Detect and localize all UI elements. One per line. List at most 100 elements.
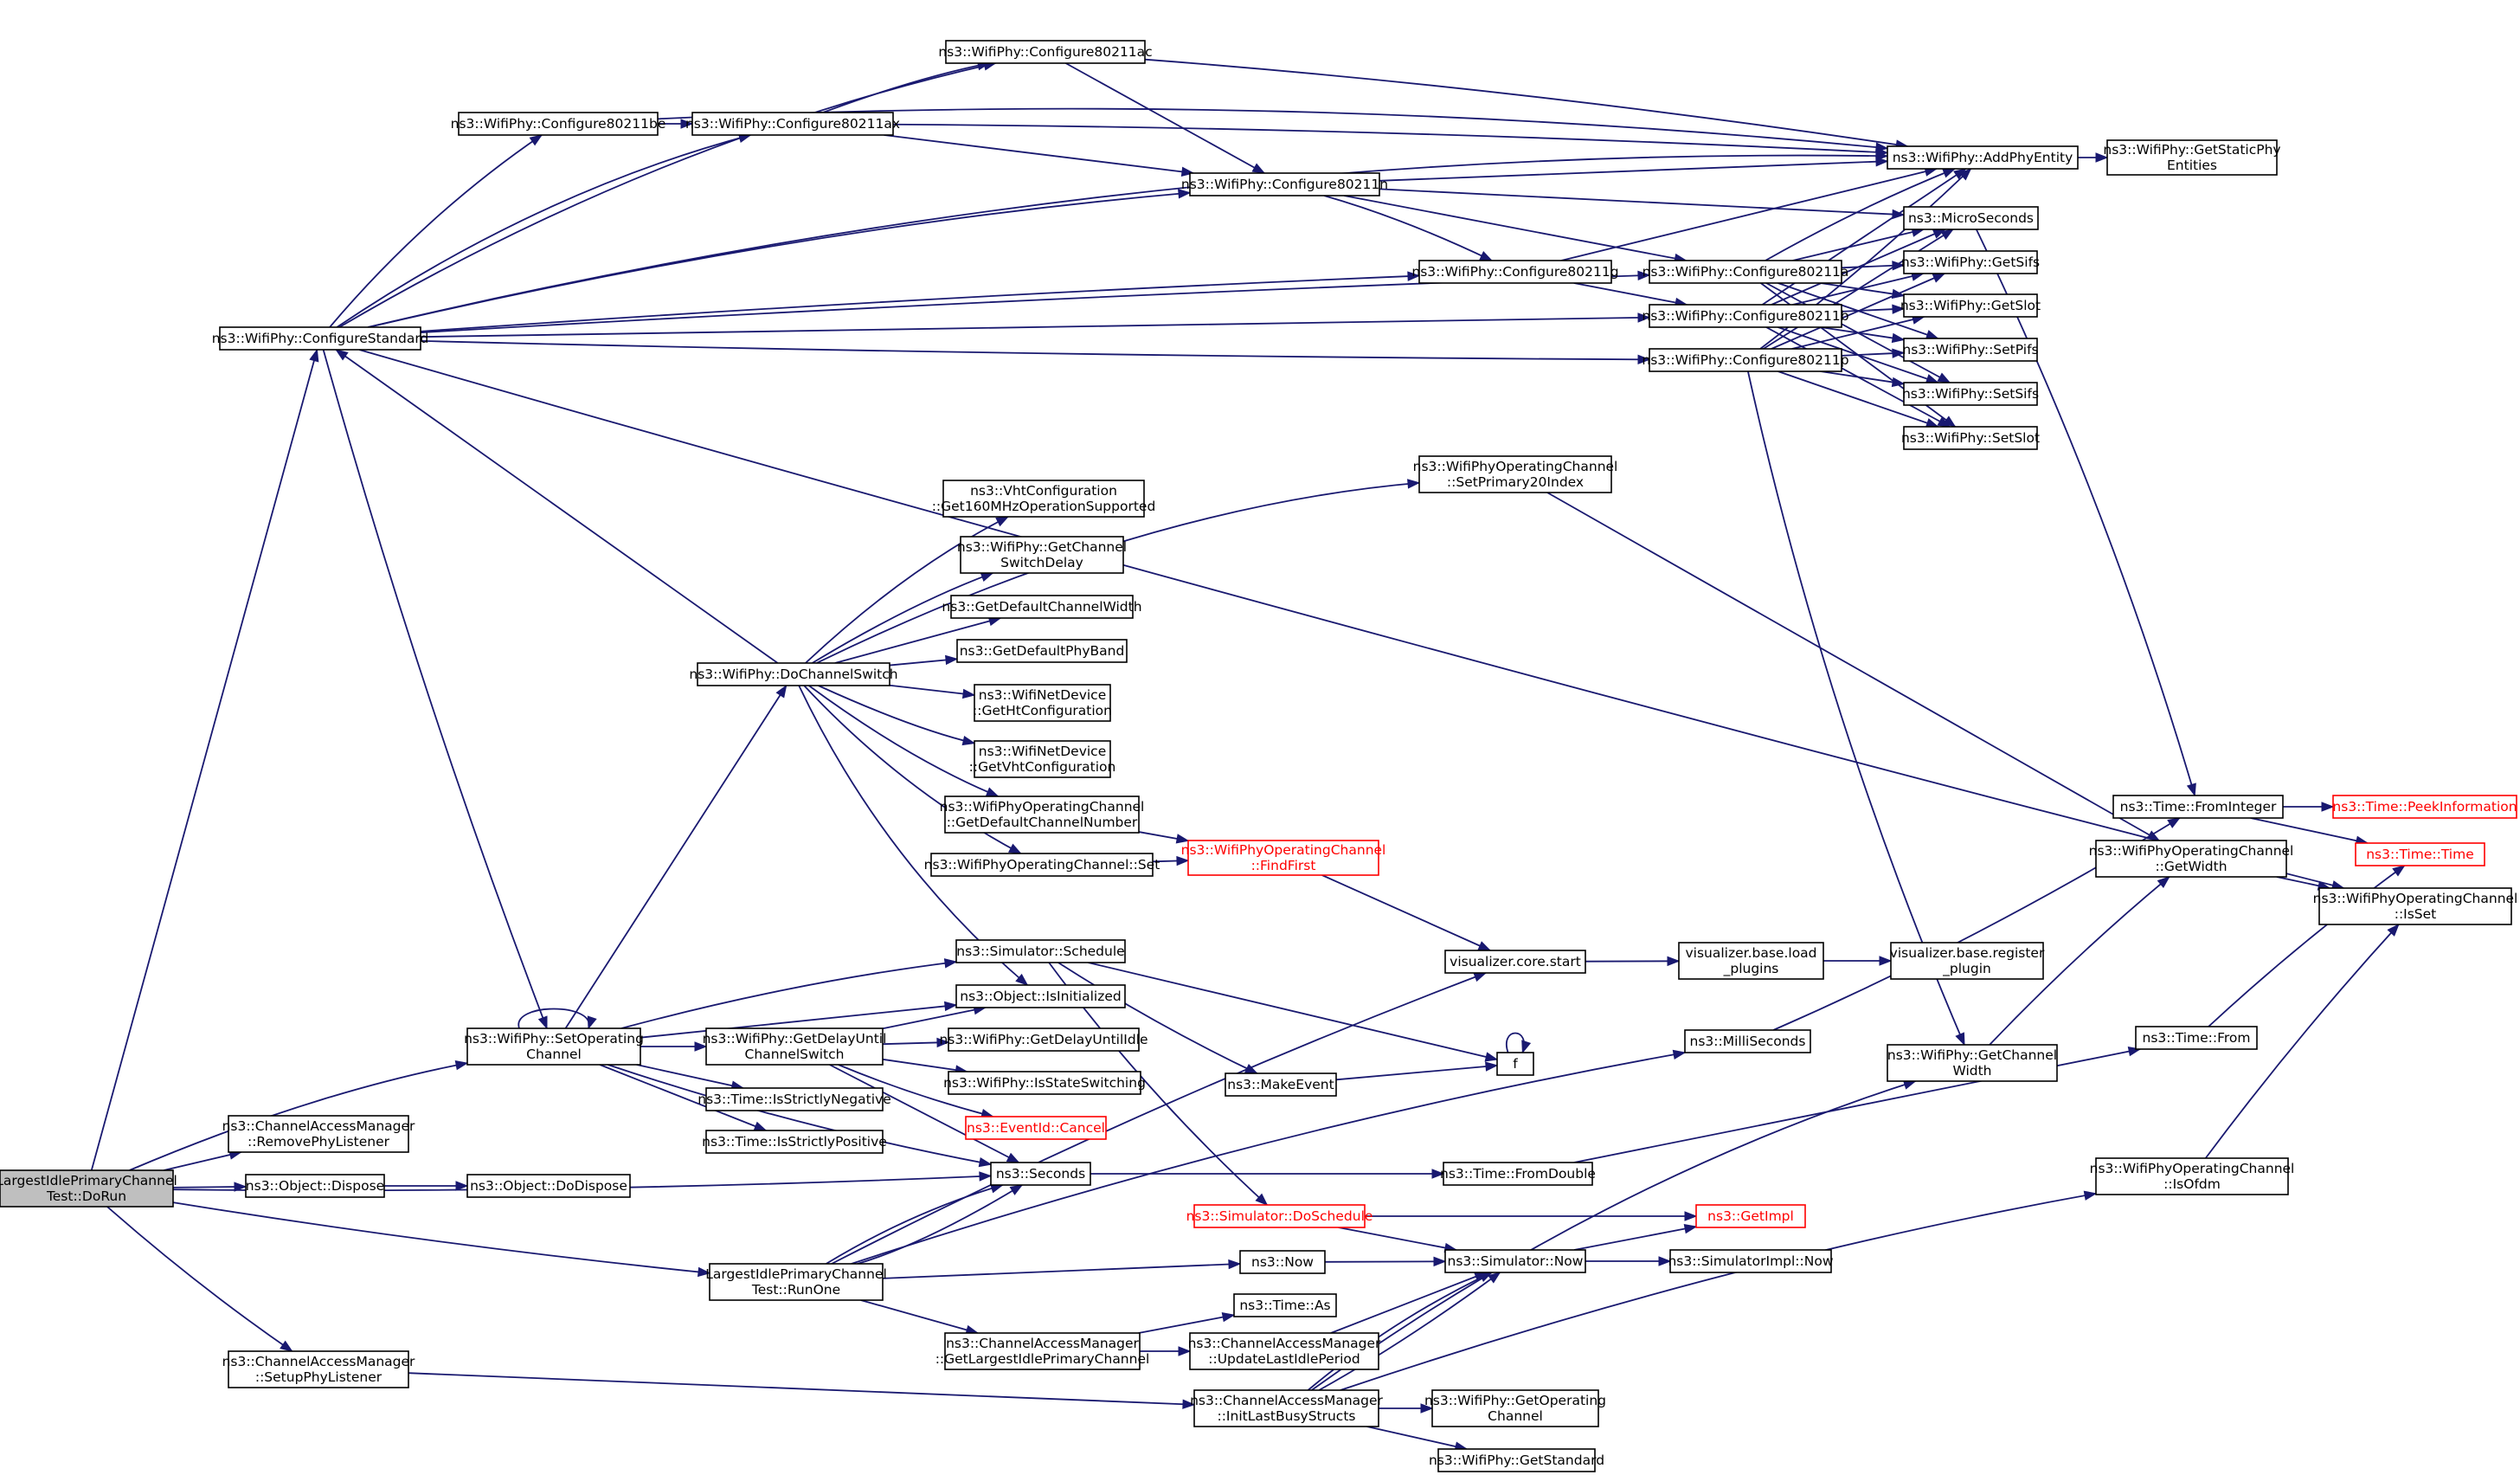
node-label: ::GetHtConfiguration	[973, 703, 1112, 718]
node-now[interactable]: ns3::Now	[1239, 1250, 1326, 1274]
node-fromDouble[interactable]: ns3::Time::FromDouble	[1440, 1162, 1596, 1186]
node-delayIdle[interactable]: ns3::WifiPhy::GetDelayUntilIdle	[939, 1027, 1148, 1052]
node-isInit[interactable]: ns3::Object::IsInitialized	[955, 984, 1126, 1008]
node-getImpl[interactable]: ns3::GetImpl	[1695, 1204, 1806, 1228]
edge-line	[1546, 492, 2160, 841]
node-makeEv[interactable]: ns3::MakeEvent	[1225, 1072, 1337, 1097]
node-box	[1233, 1293, 1337, 1317]
node-micro[interactable]: ns3::MicroSeconds	[1903, 206, 2039, 230]
node-doChSw[interactable]: ns3::WifiPhy::DoChannelSwitch	[689, 662, 898, 686]
edge-line	[1573, 282, 1688, 306]
edge-line	[420, 274, 1420, 332]
node-dispose[interactable]: ns3::Object::Dispose	[245, 1174, 385, 1198]
node-label: ns3::WifiPhy::GetOperating	[1424, 1393, 1606, 1408]
node-addPhy[interactable]: ns3::WifiPhy::AddPhyEntity	[1887, 145, 2079, 170]
edge-line	[882, 1007, 986, 1030]
node-strictNeg[interactable]: ns3::Time::IsStrictlyNegative	[698, 1087, 891, 1111]
node-defNum[interactable]: ns3::WifiPhyOperatingChannel::GetDefault…	[940, 795, 1145, 834]
node-findFirst[interactable]: ns3::WifiPhyOperatingChannel::FindFirst	[1181, 840, 1386, 876]
node-largest[interactable]: ns3::ChannelAccessManager::GetLargestIdl…	[935, 1332, 1150, 1370]
node-updLast[interactable]: ns3::ChannelAccessManager::UpdateLastIdl…	[1188, 1332, 1381, 1370]
edge-line	[335, 349, 779, 664]
edge-arrowhead	[1407, 271, 1421, 281]
node-box	[1669, 1249, 1832, 1273]
edge-largest-to-updLast	[1139, 1346, 1192, 1356]
edge-line	[1318, 1272, 1501, 1391]
node-cancel[interactable]: ns3::EventId::Cancel	[965, 1116, 1107, 1140]
node-cfgA[interactable]: ns3::WifiPhy::Configure80211a	[1642, 260, 1849, 284]
node-simNow[interactable]: ns3::Simulator::Now	[1444, 1249, 1586, 1273]
node-cfgN[interactable]: ns3::WifiPhy::Configure80211n	[1181, 172, 1388, 196]
node-vizReg[interactable]: visualizer.base.register_plugin	[1890, 942, 2045, 980]
node-isOfdm[interactable]: ns3::WifiPhyOperatingChannel::IsOfdm	[2090, 1157, 2295, 1195]
node-stateSw[interactable]: ns3::WifiPhy::IsStateSwitching	[943, 1071, 1146, 1095]
edge-arrowhead	[1658, 1256, 1672, 1266]
node-setSifs[interactable]: ns3::WifiPhy::SetSifs	[1902, 382, 2039, 406]
node-removeL[interactable]: ns3::ChannelAccessManager::RemovePhyList…	[222, 1115, 415, 1153]
node-chSet[interactable]: ns3::WifiPhyOperatingChannel::Set	[924, 853, 1160, 877]
node-getSifs[interactable]: ns3::WifiPhy::GetSifs	[1901, 250, 2040, 274]
node-cfgB[interactable]: ns3::WifiPhy::Configure80211b	[1642, 304, 1849, 328]
node-strictPos[interactable]: ns3::Time::IsStrictlyPositive	[702, 1130, 887, 1154]
node-timeAs[interactable]: ns3::Time::As	[1233, 1293, 1337, 1317]
node-seconds[interactable]: ns3::Seconds	[990, 1162, 1091, 1186]
node-vht160[interactable]: ns3::VhtConfiguration::Get160MHzOperatio…	[932, 480, 1156, 518]
node-cfgAc[interactable]: ns3::WifiPhy::Configure80211ac	[938, 40, 1153, 64]
node-box	[948, 1071, 1141, 1095]
node-initBusy[interactable]: ns3::ChannelAccessManager::InitLastBusyS…	[1190, 1389, 1384, 1427]
node-cfgG[interactable]: ns3::WifiPhy::Configure80211g	[1411, 260, 1619, 284]
node-cfgStd[interactable]: ns3::WifiPhy::ConfigureStandard	[212, 326, 429, 351]
node-setupL[interactable]: ns3::ChannelAccessManager::SetupPhyListe…	[222, 1350, 415, 1388]
node-cfgBe[interactable]: ns3::WifiPhy::Configure80211be	[451, 112, 666, 136]
edge-line	[1791, 316, 1925, 350]
edge-root-to-removeL	[164, 1150, 243, 1171]
node-getStd[interactable]: ns3::WifiPhy::GetStandard	[1429, 1448, 1604, 1472]
edge-runOne-to-largest	[860, 1299, 980, 1335]
edge-line	[322, 349, 548, 1029]
node-cfgP[interactable]: ns3::WifiPhy::Configure80211p	[1642, 348, 1849, 372]
edge-arrowhead	[529, 134, 543, 146]
edge-cfgStd-to-cfgBe	[329, 134, 543, 328]
edge-arrowhead	[943, 958, 958, 969]
edge-line	[564, 685, 788, 1029]
node-doDispose[interactable]: ns3::Object::DoDispose	[466, 1174, 631, 1198]
edge-arrowhead	[1958, 168, 1972, 181]
node-defW[interactable]: ns3::GetDefaultChannelWidth	[942, 595, 1142, 619]
edge-f-self-loop	[1506, 1032, 1532, 1054]
node-vhtCfg[interactable]: ns3::WifiNetDevice::GetVhtConfiguration	[969, 740, 1116, 778]
edge-line	[1379, 160, 1888, 182]
edge-arrowhead	[1484, 1052, 1499, 1062]
node-opGetW[interactable]: ns3::WifiPhyOperatingChannel::GetWidth	[2089, 840, 2294, 878]
node-htCfg[interactable]: ns3::WifiNetDevice::GetHtConfiguration	[973, 684, 1112, 722]
node-time[interactable]: ns3::Time::Time	[2355, 842, 2485, 866]
node-fromInt[interactable]: ns3::Time::FromInteger	[2112, 795, 2284, 819]
node-f[interactable]: f	[1496, 1052, 1534, 1076]
node-setSlot[interactable]: ns3::WifiPhy::SetSlot	[1901, 426, 2040, 450]
node-doSched[interactable]: ns3::Simulator::DoSchedule	[1186, 1204, 1373, 1228]
edge-cfgStd-to-cfgP	[420, 339, 1651, 365]
edge-arrowhead	[1940, 229, 1955, 241]
node-setPrim[interactable]: ns3::WifiPhyOperatingChannel::SetPrimary…	[1413, 455, 1618, 493]
node-vizStart[interactable]: visualizer.core.start	[1444, 950, 1586, 974]
node-isSet[interactable]: ns3::WifiPhyOperatingChannel::IsSet	[2313, 887, 2518, 925]
node-setPifs[interactable]: ns3::WifiPhy::SetPifs	[1902, 338, 2039, 362]
node-getSlot[interactable]: ns3::WifiPhy::GetSlot	[1900, 293, 2041, 318]
node-sched[interactable]: ns3::Simulator::Schedule	[955, 939, 1126, 963]
node-peek[interactable]: ns3::Time::PeekInformation	[2332, 795, 2517, 819]
node-cfgAx[interactable]: ns3::WifiPhy::Configure80211ax	[685, 112, 900, 136]
node-timeFrom[interactable]: ns3::Time::From	[2135, 1026, 2258, 1050]
node-implNow[interactable]: ns3::SimulatorImpl::Now	[1668, 1249, 1834, 1273]
node-milli[interactable]: ns3::MilliSeconds	[1684, 1029, 1811, 1053]
edge-arrowhead	[1637, 312, 1651, 323]
node-vizLoad[interactable]: visualizer.base.load_plugins	[1678, 942, 1824, 980]
edge-arrowhead	[1255, 1193, 1269, 1206]
node-defBand[interactable]: ns3::GetDefaultPhyBand	[956, 639, 1128, 663]
